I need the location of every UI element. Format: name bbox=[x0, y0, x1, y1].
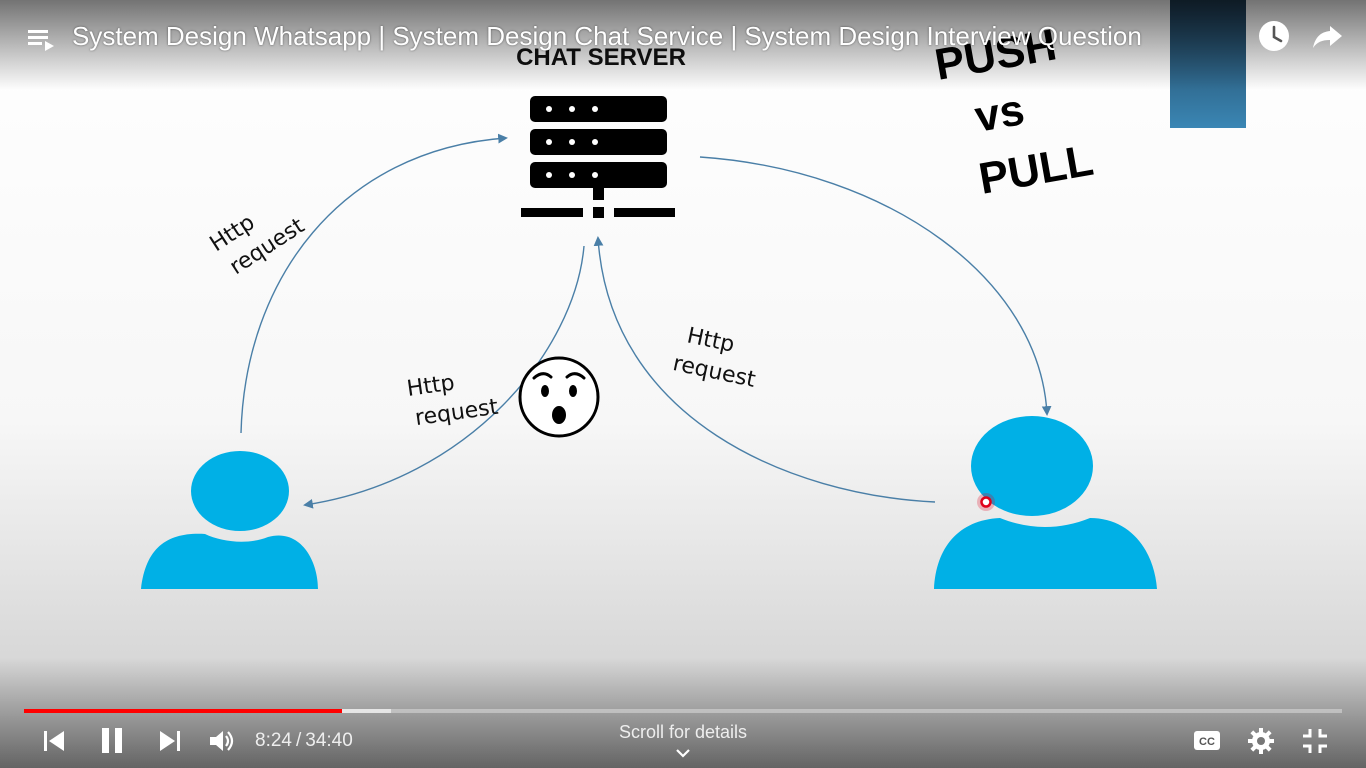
video-title[interactable]: System Design Whatsapp | System Design C… bbox=[72, 21, 1142, 51]
share-arrow-icon bbox=[1313, 26, 1342, 48]
pause-button[interactable] bbox=[96, 724, 130, 758]
playlist-button[interactable] bbox=[24, 22, 58, 56]
gear-icon bbox=[1248, 728, 1274, 754]
next-button[interactable] bbox=[154, 726, 186, 756]
time-separator: / bbox=[295, 730, 302, 751]
progress-played bbox=[24, 709, 342, 713]
vs-word: vs bbox=[971, 85, 1028, 142]
share-button[interactable] bbox=[1308, 16, 1348, 56]
progress-bar[interactable] bbox=[24, 709, 1342, 713]
chevron-down-icon bbox=[583, 743, 783, 761]
scroll-for-details-label: Scroll for details bbox=[618, 722, 748, 742]
watch-later-button[interactable] bbox=[1254, 16, 1294, 56]
volume-button[interactable] bbox=[206, 726, 238, 756]
clock-icon bbox=[1259, 21, 1289, 51]
surprised-face-icon bbox=[518, 356, 600, 438]
exit-fullscreen-button[interactable] bbox=[1300, 726, 1330, 756]
playlist-icon bbox=[28, 30, 54, 51]
arrow-left-user-to-server bbox=[240, 133, 508, 434]
skip-previous-icon bbox=[44, 731, 64, 751]
left-user-icon bbox=[141, 451, 318, 589]
arrow-server-to-left-user bbox=[303, 245, 585, 509]
settings-button[interactable] bbox=[1246, 726, 1276, 756]
svg-text:CC: CC bbox=[1199, 736, 1215, 748]
current-time: 8:24 bbox=[255, 730, 292, 751]
previous-button[interactable] bbox=[38, 726, 70, 756]
right-user-icon bbox=[934, 416, 1157, 589]
closed-captions-icon: CC bbox=[1194, 731, 1220, 750]
skip-next-icon bbox=[160, 731, 180, 751]
player-top-bar: System Design Whatsapp | System Design C… bbox=[0, 0, 1366, 72]
server-icon bbox=[521, 96, 675, 218]
scroll-for-details-button[interactable]: Scroll for details bbox=[583, 721, 783, 761]
arrow-right-user-to-server bbox=[593, 236, 936, 503]
arrow-server-to-right-user bbox=[699, 156, 1052, 416]
pause-icon bbox=[102, 728, 122, 753]
exit-fullscreen-icon bbox=[1303, 729, 1327, 753]
time-display: 8:24/34:40 bbox=[255, 729, 353, 753]
volume-icon bbox=[210, 731, 234, 751]
presenter-cursor-dot bbox=[977, 493, 995, 511]
captions-button[interactable]: CC bbox=[1192, 727, 1222, 755]
duration: 34:40 bbox=[305, 730, 353, 751]
